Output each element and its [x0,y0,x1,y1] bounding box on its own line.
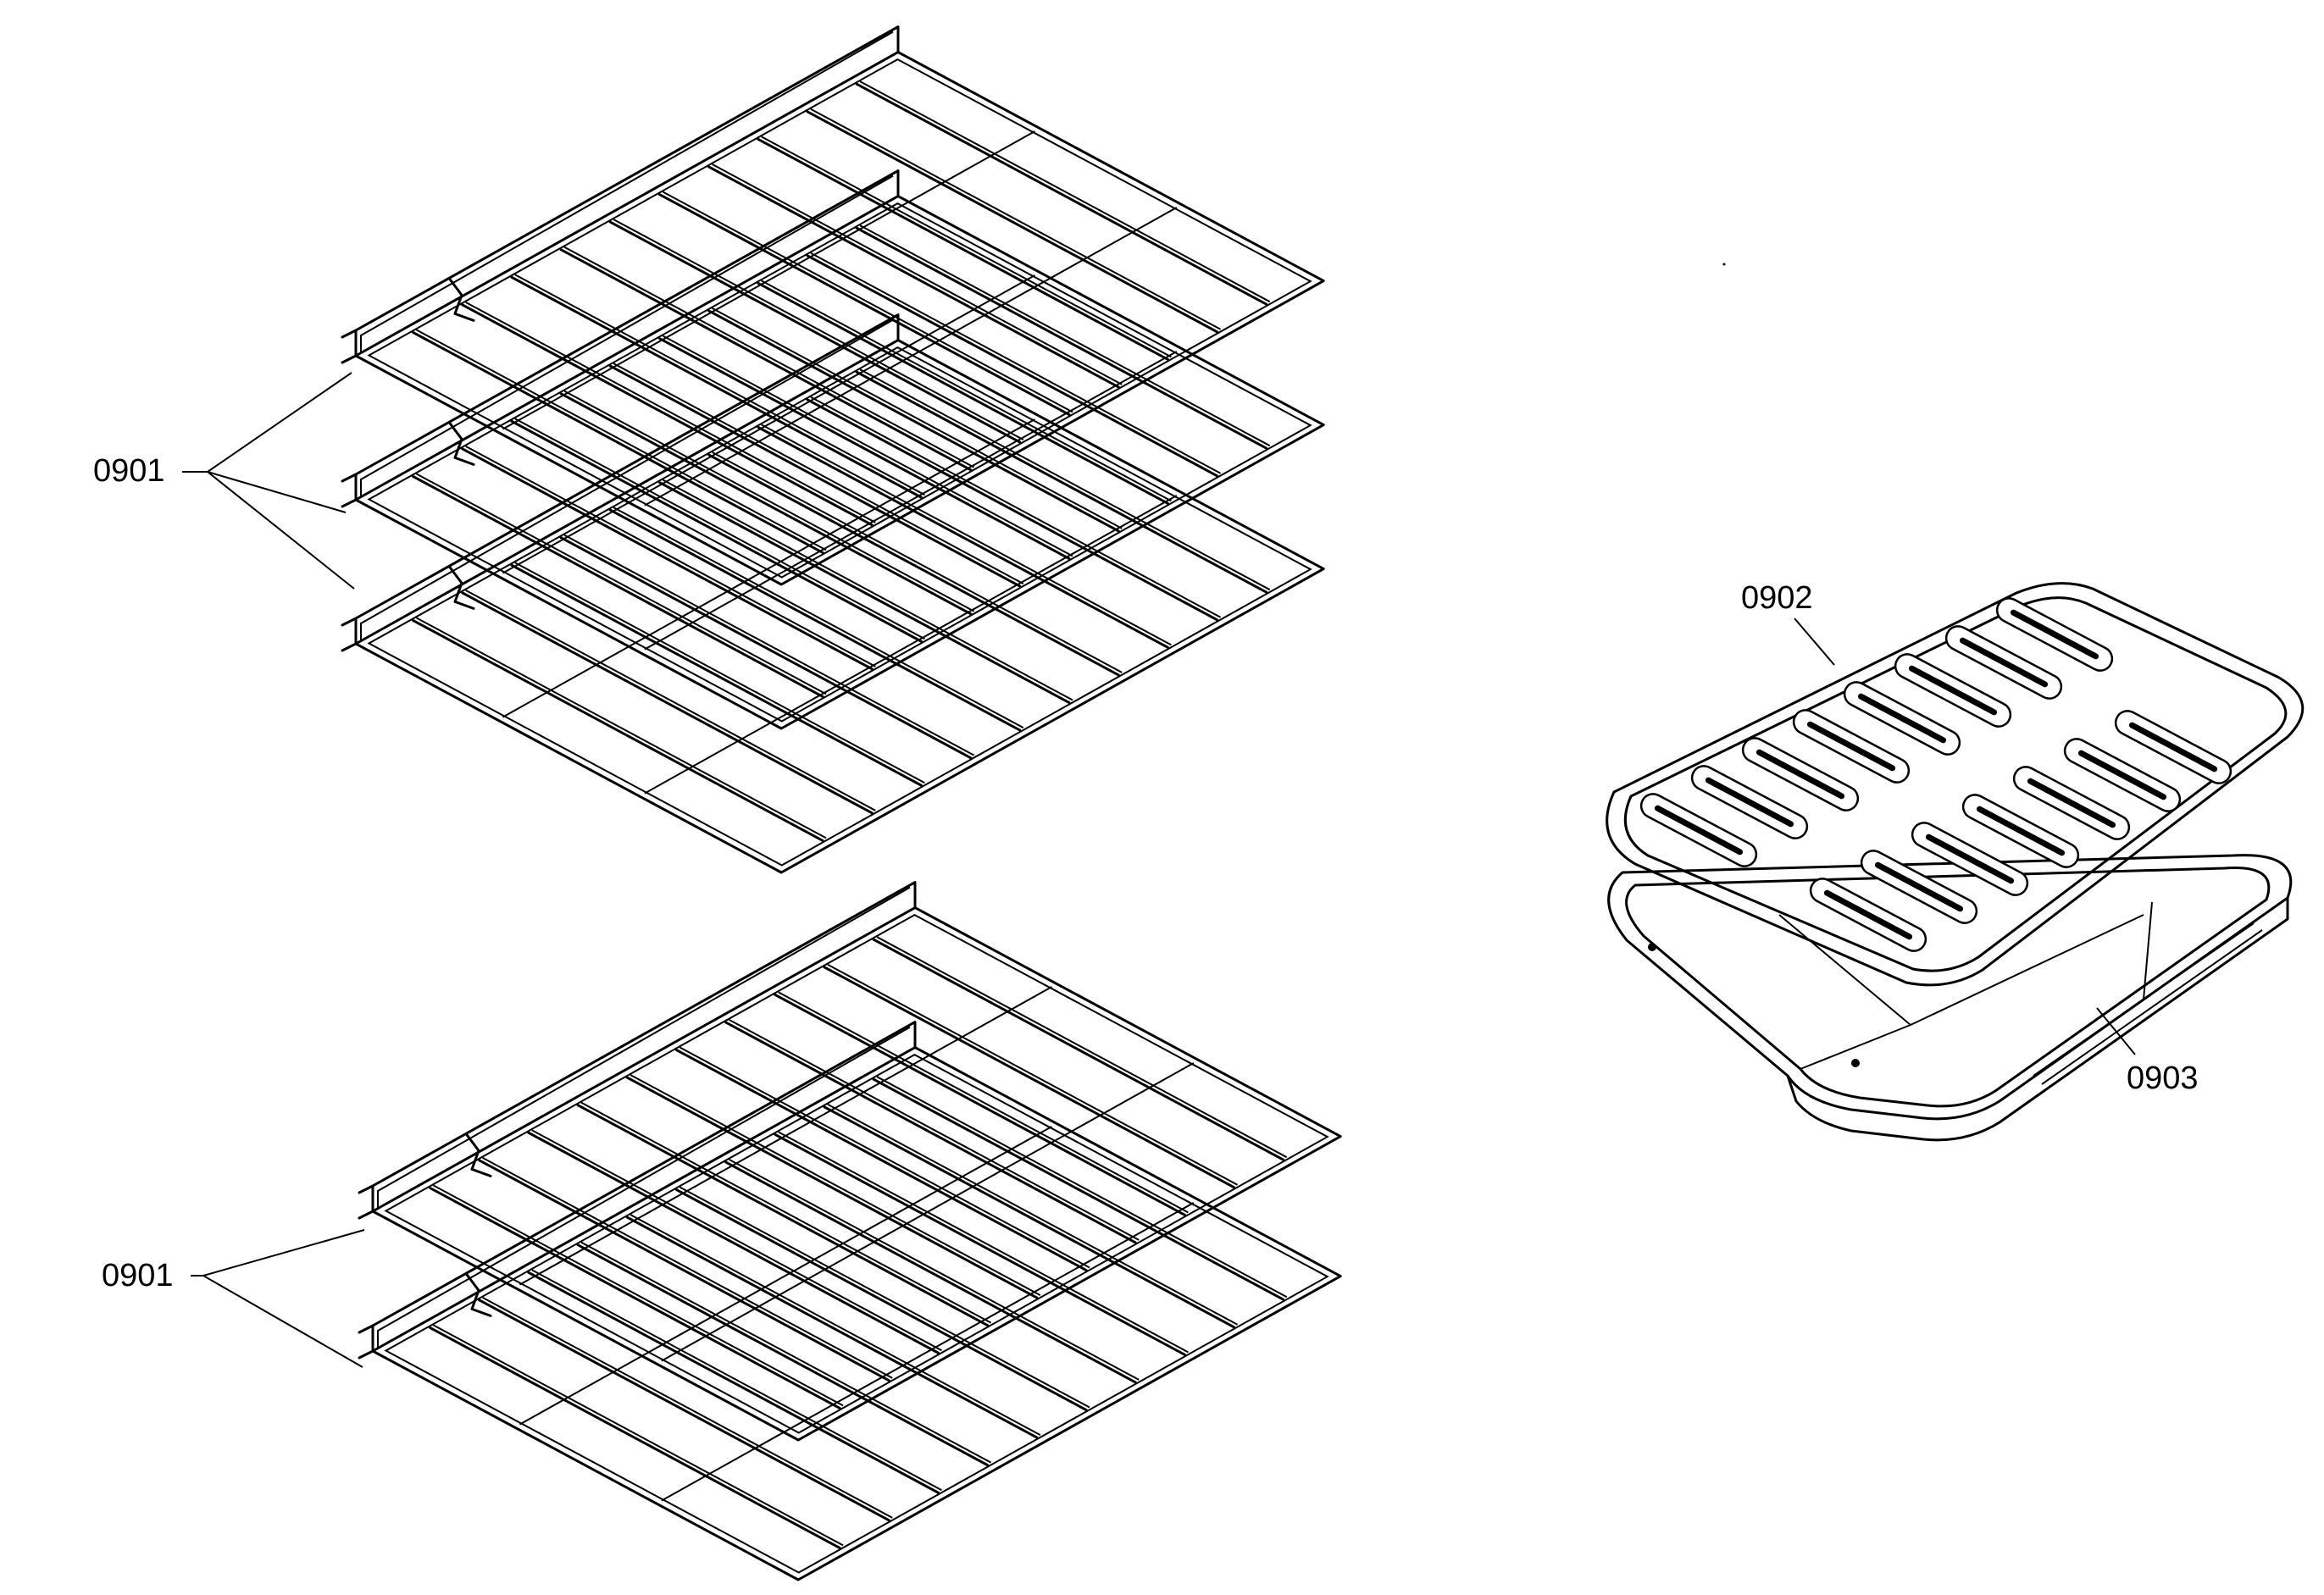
callout-0901-lower: 0901 [102,1229,365,1368]
callout-label-0901-upper: 0901 [93,453,165,489]
oven-rack-lower-1 [358,881,1342,1442]
callout-label-0902: 0902 [1741,580,1813,616]
grid-slot [1961,794,2080,868]
callout-0903: 0903 [2096,1007,2199,1096]
lower-rack-group [358,881,1342,1581]
grid-slot [1741,737,1860,811]
stray-mark [1722,263,1726,266]
grid-slot [1792,709,1911,784]
grid-slot [1894,653,2012,728]
oven-rack-upper-1 [341,25,1325,586]
grid-slot [1809,878,1927,952]
grid-slot [1639,793,1758,867]
upper-rack-group [341,25,1325,874]
grid-slot [2012,766,2131,840]
broiler-grid-slots [1639,597,2232,952]
grid-slot [1944,625,2063,700]
grid-slot [1995,597,2114,672]
callout-label-0903: 0903 [2127,1061,2199,1096]
callout-0901-upper: 0901 [93,372,355,590]
grid-slot [1911,822,2029,896]
callout-0902: 0902 [1741,580,1835,666]
grid-slot [1860,850,1978,924]
oven-rack-lower-2 [358,1021,1342,1581]
grid-slot [1690,765,1809,839]
broiler-grid [1606,582,2305,987]
oven-rack-upper-3 [341,313,1325,874]
grid-slot [1843,681,1961,756]
grid-slot [2114,710,2232,784]
callout-label-0901-lower: 0901 [102,1258,174,1293]
grid-slot [2063,738,2182,812]
oven-rack-upper-2 [341,169,1325,730]
broiler-pan [1607,854,2293,1142]
